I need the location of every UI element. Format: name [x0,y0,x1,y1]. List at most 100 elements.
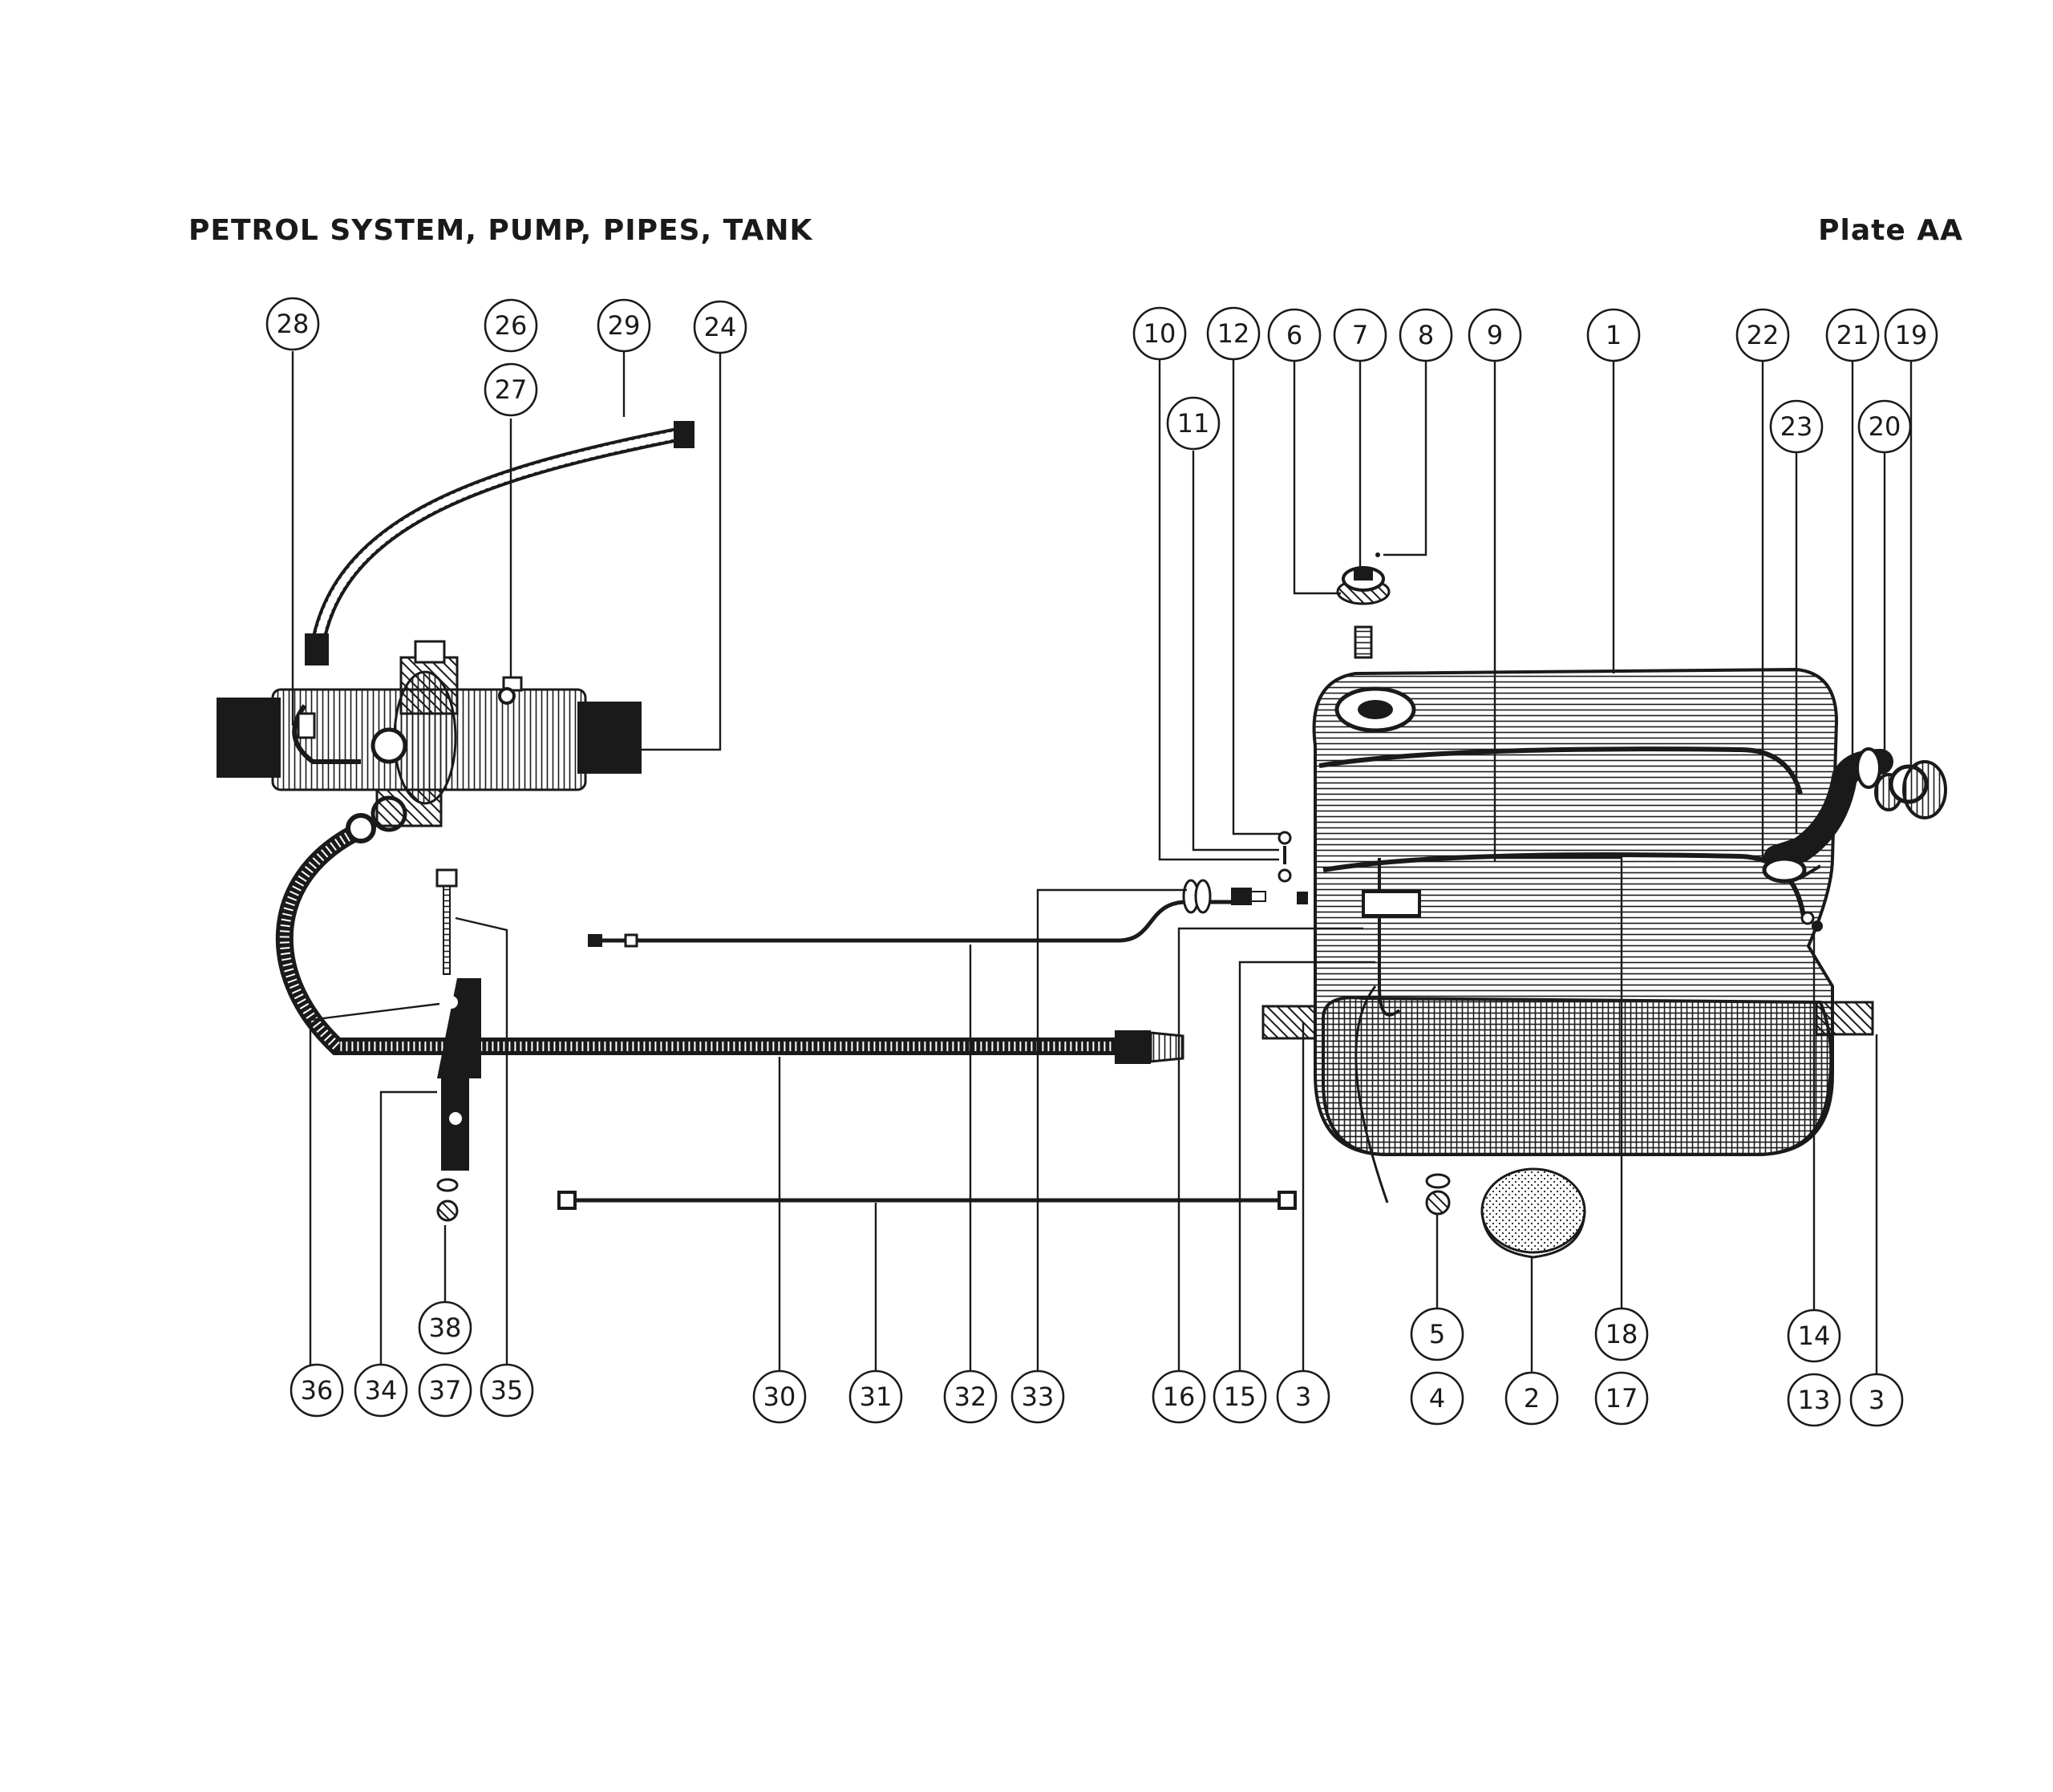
callout-3: 3 [1295,1381,1311,1412]
callout-circle [1010,1369,1065,1424]
pipe-clip-bracket [435,868,481,1222]
union-33 [1182,879,1266,914]
gauge-sender [1362,890,1421,917]
callout-circle [1735,308,1790,362]
callout-circle [1166,396,1221,451]
callout-circle [1468,308,1522,362]
pump-end-cap-left [217,698,281,778]
clip-bolt-head [435,868,458,888]
callout-7: 7 [1352,320,1368,350]
pipe-30-end [1149,1031,1184,1063]
callout-36: 36 [301,1375,334,1406]
callout-circle [1849,1373,1904,1427]
callout-circle [418,1363,472,1418]
callout-circle [484,298,538,353]
pipe-29-lower-nut [305,633,329,665]
callout-circle [1410,1307,1464,1361]
callout-circle [1504,1371,1559,1426]
pipe-29-upper-nut [674,421,694,448]
callout-circle [1399,308,1453,362]
callout-bubbles: 1 2 3 3 4 5 6 7 8 9 10 11 12 13 14 15 16… [265,297,1938,1427]
pipe-32-end [588,934,602,947]
drain-plug [1425,1173,1451,1216]
callout-30: 30 [763,1381,796,1412]
callout-circle [1276,1369,1330,1424]
callout-circle [1333,308,1387,362]
callout-circle [693,300,747,354]
callout-19: 19 [1895,320,1928,350]
pump-top-union [399,656,459,715]
clip-bolt [443,877,451,975]
clip-bracket [437,978,481,1171]
pump-side-union [371,727,407,764]
callout-5: 5 [1429,1319,1445,1349]
callout-circle [1857,399,1912,454]
filler-cap [1902,760,1947,819]
callout-10: 10 [1144,318,1176,349]
callout-1: 1 [1606,320,1622,350]
callout-18: 18 [1606,1319,1638,1349]
pipe-32 [588,900,1251,948]
callout-12: 12 [1217,318,1250,349]
callout-15: 15 [1224,1381,1257,1412]
callout-21: 21 [1836,320,1869,350]
callout-circle [1825,308,1880,362]
callout-circle [1594,1307,1649,1361]
callout-23: 23 [1780,411,1813,442]
callout-circle [1787,1309,1841,1363]
mounting-pad-left [1261,1005,1317,1040]
callout-16: 16 [1163,1381,1196,1412]
flexible-pipe-29 [305,421,694,665]
callout-circle [1152,1369,1206,1424]
pump-washer [498,687,516,705]
plate-label: Plate AA [1818,214,1963,247]
gauge-assembly-top [1336,552,1391,659]
callout-circle [1410,1371,1464,1426]
callout-38: 38 [429,1313,462,1343]
callout-14: 14 [1798,1321,1831,1351]
callout-35: 35 [491,1375,524,1406]
callout-circle [480,1363,534,1418]
diagram-title: PETROL SYSTEM, PUMP, PIPES, TANK [188,214,813,247]
callout-circle [752,1369,807,1424]
callout-circle [1769,399,1824,454]
callout-24: 24 [704,312,737,342]
main-feed-pipe-30 [275,813,1184,1064]
callout-2: 2 [1524,1383,1540,1414]
callout-11: 11 [1177,408,1210,439]
callout-31: 31 [860,1381,893,1412]
callout-28: 28 [277,309,310,339]
callout-circle [354,1363,408,1418]
callout-circle [1884,308,1938,362]
pump-outlet-body [375,788,443,827]
callout-29: 29 [608,310,641,341]
clip-nut [436,1199,459,1222]
pipe-32-nut [624,933,638,948]
callout-13: 13 [1798,1385,1831,1415]
pump-top-nut [414,640,446,664]
callout-circle [848,1369,903,1424]
tank-strap-upper [1318,746,1803,795]
callout-circle [1594,1371,1649,1426]
filler-hose-clip [1762,856,1807,884]
callout-34: 34 [365,1375,398,1406]
callout-26: 26 [495,310,528,341]
callout-circle [943,1369,998,1424]
petrol-tank [1261,667,1874,1203]
callout-22: 22 [1747,320,1780,350]
callout-circle [1213,1369,1267,1424]
callout-3-right: 3 [1869,1385,1885,1415]
callout-4: 4 [1429,1383,1445,1414]
callout-circle [1267,308,1322,362]
clip-washer [436,1178,459,1192]
callout-circle [418,1301,472,1355]
strainer-disc [1480,1167,1586,1259]
callout-17: 17 [1606,1383,1638,1414]
pipe-31 [557,1191,1297,1210]
tank-sump [1322,996,1833,1156]
callout-circle [484,362,538,417]
callout-circle [1787,1373,1841,1427]
callout-circle [290,1363,344,1418]
mounting-pad-right [1815,1001,1874,1036]
